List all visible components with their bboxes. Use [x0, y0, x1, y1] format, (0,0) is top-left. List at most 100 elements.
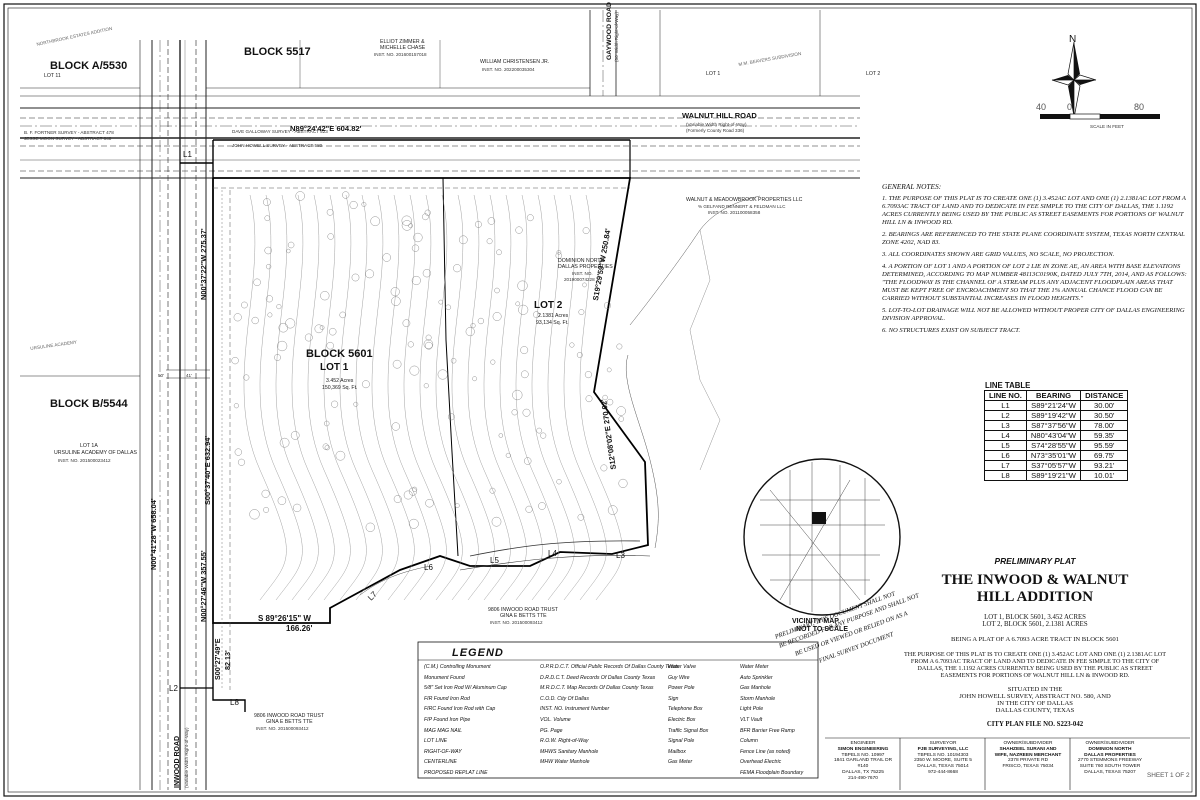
tree-symbol	[616, 343, 623, 350]
table-cell: L3	[984, 420, 1027, 431]
owner-zimmer: ELLIOT ZIMMER &	[380, 39, 425, 45]
tree-symbol	[422, 213, 429, 221]
note-6: 6. NO STRUCTURES EXIST ON SUBJECT TRACT.	[882, 327, 1021, 335]
tree-symbol	[253, 278, 261, 286]
line-label-l3: L3	[616, 551, 625, 560]
table-cell: L2	[984, 410, 1027, 421]
legend-item: MAG MAG NAIL	[424, 727, 463, 734]
contour-line	[499, 194, 543, 601]
tree-symbol	[413, 232, 423, 243]
tree-symbol	[422, 269, 432, 278]
owner-zimmer3: INST. NO. 201600157018	[374, 52, 427, 57]
block-5601-label: BLOCK 5601	[306, 348, 373, 360]
ursuline-lot: LOT 1A	[80, 443, 98, 449]
tree-symbol	[494, 287, 500, 294]
legend-item: Overhead Electric	[740, 759, 782, 766]
tree-symbol	[287, 241, 295, 249]
tree-symbol	[249, 509, 260, 520]
contour-line	[435, 194, 479, 601]
north-line-bearing: N89°24'42"E 604.82'	[290, 124, 362, 133]
tree-symbol	[582, 227, 590, 235]
owner-dominion2: DALLAS PROPERTIES	[558, 264, 613, 270]
owner2-credit: OWNER/SUBDIVIDER DOMINION NORTH DALLAS P…	[1073, 741, 1147, 776]
credit-line: SIMON ENGINEERING	[837, 746, 889, 752]
fortner-survey: B. F. FORTNER SURVEY - ABSTRACT 478	[24, 130, 114, 135]
owner-inwood-trust2: GINA E BETTS TTE	[500, 613, 547, 619]
tree-symbol	[241, 301, 248, 309]
legend-item: C.O.D. City Of Dallas	[540, 695, 590, 702]
lot1-acres: 3.452 Acres	[326, 378, 354, 384]
legend-item: Water Meter	[740, 664, 769, 670]
tree-symbol	[324, 420, 330, 427]
credit-line: DALLAS, TEXAS 75014	[917, 764, 969, 769]
block-b5544-label: BLOCK B/5544	[50, 398, 128, 410]
scale-caption: SCALE IN FEET	[1090, 124, 1124, 129]
tree-symbol	[616, 406, 626, 416]
west-line4-bearing: S00°27'49"E	[213, 638, 222, 680]
legend-item: Auto Sprinkler	[740, 674, 773, 681]
table-cell: 59.35'	[1080, 430, 1129, 441]
contour-line	[531, 194, 575, 601]
line-table-header: BEARING	[1025, 390, 1082, 401]
tree-symbol	[365, 522, 375, 532]
lot1-label: LOT 1	[320, 362, 349, 373]
scale-label-40: 40	[1036, 102, 1047, 112]
plat-title-2: HILL ADDITION	[976, 589, 1094, 605]
tree-symbol	[489, 487, 496, 494]
table-cell: S89°21'24"W	[1025, 400, 1082, 411]
tree-symbol	[477, 317, 485, 325]
tree-symbol	[424, 341, 433, 350]
tree-symbol	[585, 395, 593, 403]
credit-line: SUITE 760 SOUTH TOWER	[1079, 764, 1141, 769]
plat-title-1: THE INWOOD & WALNUT	[941, 572, 1129, 588]
dimension-50: 50'	[158, 373, 164, 378]
table-cell: L6	[984, 450, 1027, 461]
vicinity-map-scale: NOT TO SCALE	[796, 626, 848, 633]
legend-item: PG. Page	[540, 727, 563, 734]
inwood-road	[139, 40, 207, 790]
west-line4-distance: 82.13'	[223, 650, 232, 670]
scale-bar	[1040, 113, 1160, 120]
tree-symbol	[324, 445, 330, 451]
contour-line	[387, 194, 431, 601]
owner-inwood-trust: 9806 INWOOD ROAD TRUST	[488, 607, 558, 613]
tree-symbol	[492, 312, 502, 321]
general-notes-header: GENERAL NOTES:	[882, 182, 942, 191]
tree-symbol	[517, 280, 528, 291]
contour-line	[275, 194, 319, 601]
legend-item: Light Pole	[740, 706, 764, 713]
legend-item: D.R.D.C.T. Deed Records Of Dallas County…	[540, 674, 656, 681]
owner-zimmer2: MICHELLE CHASE	[380, 45, 426, 51]
table-cell: 10.01'	[1080, 470, 1129, 481]
tree-symbol	[606, 367, 612, 373]
contour-line	[515, 194, 559, 601]
north-label: N	[1069, 34, 1077, 45]
legend-item: Traffic Signal Box	[668, 727, 709, 734]
tree-symbol	[278, 323, 288, 333]
owner-dominion: DOMINION NORTH	[558, 258, 605, 264]
tree-symbol	[263, 506, 269, 513]
legend-item: MHW Water Manhole	[540, 759, 590, 766]
contour-line	[291, 194, 335, 601]
howell-survey: JOHN HOWELL SURVEY - ABSTRACT 580	[232, 143, 323, 148]
table-cell: 93.21'	[1080, 460, 1129, 471]
lot-summary-1: LOT 1, BLOCK 5601, 3.452 ACRES	[984, 614, 1086, 621]
credit-line: TBPELS NO. 10194303	[917, 752, 969, 758]
legend-column-2: O.P.R.D.C.T. Official Public Records Of …	[540, 662, 679, 768]
tree-symbol	[408, 518, 419, 529]
walnut-hill-road	[20, 95, 860, 179]
tree-symbol	[607, 505, 618, 515]
line-label-l4: L4	[548, 549, 557, 558]
contour-line	[547, 194, 591, 601]
contour-line	[451, 194, 495, 601]
legend-item: Gas Meter	[668, 759, 693, 766]
tree-symbol	[496, 249, 502, 256]
owner-walnut-meadow2: % GELFAND RENNERT & FELDMAN LLC	[698, 204, 786, 209]
legend-item: Telephone Box	[668, 706, 703, 713]
tree-symbol	[264, 246, 272, 255]
credit-line: 1841 GARLAND TRAIL DR #140	[833, 758, 893, 769]
tree-symbol	[237, 458, 245, 466]
